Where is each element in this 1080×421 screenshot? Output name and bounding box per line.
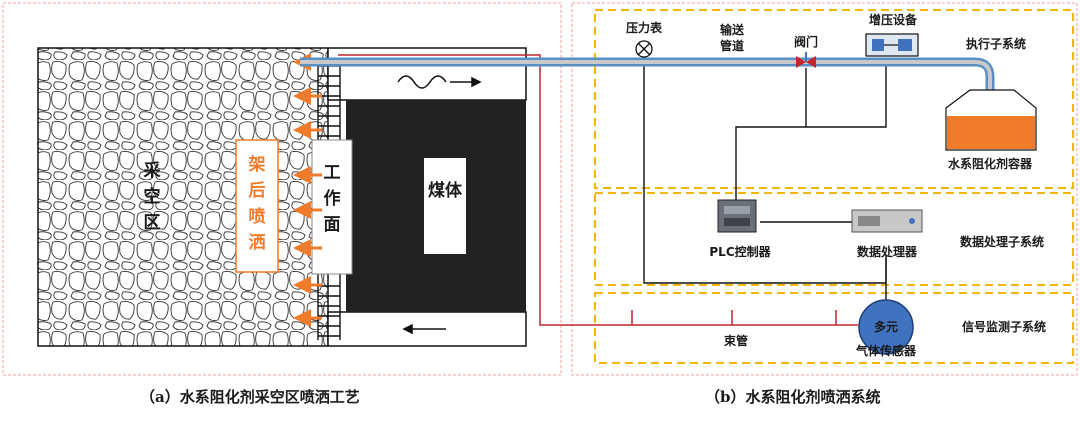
pressure-gauge-label: 压力表 <box>626 20 663 35</box>
conveying-pipeline <box>300 57 995 150</box>
goaf-area <box>37 47 329 347</box>
working-face-label: 工作面 <box>324 163 341 235</box>
caption-right: （b）水系阻化剂喷洒系统 <box>705 388 881 406</box>
signal-subsystem-box <box>594 292 1074 364</box>
gas-sensor-icon <box>858 299 914 355</box>
booster-icon <box>865 33 919 57</box>
server-icon <box>851 209 923 233</box>
coal-label: 煤体 <box>428 180 463 201</box>
caption-left: （a）水系阻化剂采空区喷洒工艺 <box>140 388 360 406</box>
working-face-box <box>311 139 353 275</box>
exec-subsystem-box <box>594 9 1074 189</box>
plc-label: PLC控制器 <box>709 244 771 259</box>
pipeline-label: 输送管道 <box>720 22 745 53</box>
arrow-left-icon <box>402 323 446 335</box>
pressure-gauge-icon <box>635 40 653 58</box>
valve-label: 阀门 <box>794 34 818 49</box>
top-roadway <box>327 47 527 101</box>
exec-subsystem-label: 执行子系统 <box>966 36 1026 51</box>
signal-subsystem-label: 信号监测子系统 <box>962 319 1046 334</box>
data-processor-label: 数据处理器 <box>857 244 918 259</box>
bundle-tube-line <box>338 54 858 326</box>
spray-label: 架后喷洒 <box>249 154 266 253</box>
arrow-right-icon <box>450 76 482 88</box>
spray-label-box <box>235 139 279 273</box>
container-label: 水系阻化剂容器 <box>948 156 1033 171</box>
retardant-container <box>945 89 1037 151</box>
booster-label: 增压设备 <box>869 12 918 27</box>
data-subsystem-box <box>594 192 1074 286</box>
right-panel-border <box>571 2 1078 376</box>
plc-icon <box>717 199 757 233</box>
gas-sensor-label-2: 气体传感器 <box>855 343 917 358</box>
gas-sensor-label-1: 多元 <box>874 319 898 334</box>
goaf-label: 采空区 <box>143 161 161 233</box>
bundle-tube-label: 束管 <box>723 333 748 348</box>
valve-icon <box>796 52 816 68</box>
data-subsystem-label: 数据处理子系统 <box>960 234 1044 249</box>
bundle-tube-taps <box>631 310 837 325</box>
wave-icon <box>397 75 447 89</box>
coal-label-box <box>424 158 466 254</box>
control-wires <box>643 62 887 305</box>
